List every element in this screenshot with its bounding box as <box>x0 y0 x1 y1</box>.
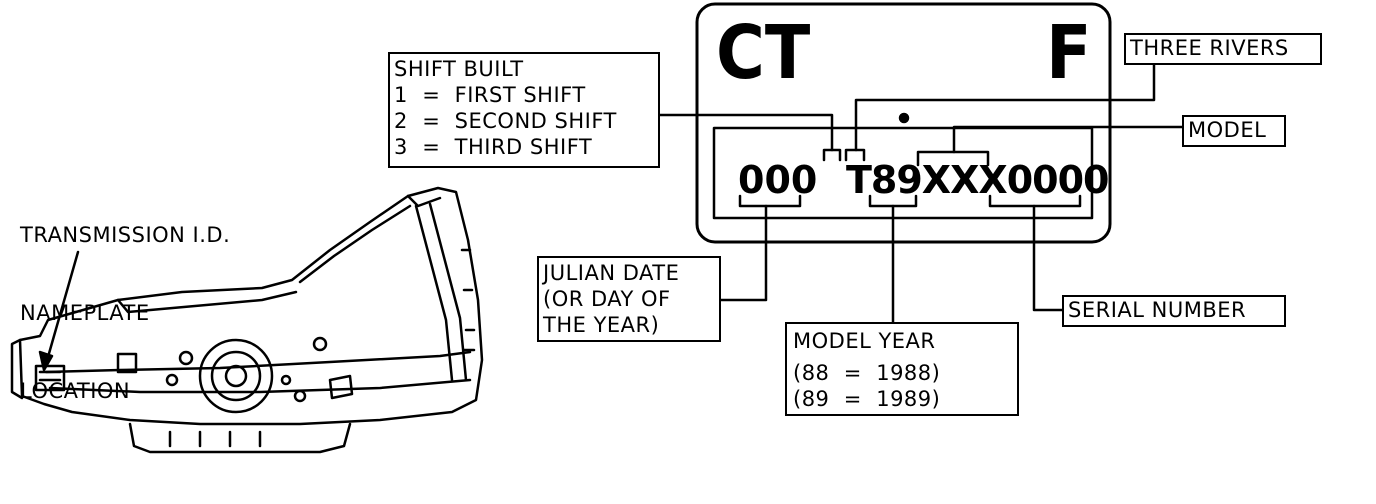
plate-julian-code: 000 <box>738 158 818 202</box>
serial-number-label: SERIAL NUMBER <box>1068 298 1247 322</box>
model-year-line-2: (89 = 1989) <box>793 387 941 411</box>
three-rivers-box: THREE RIVERS <box>1124 33 1322 65</box>
plate-model-code: T89XXX0000 <box>846 158 1109 202</box>
shift-built-title: SHIFT BUILT <box>394 57 524 81</box>
plate-code-box <box>712 126 1094 220</box>
transmission-location-label: TRANSMISSION I.D. NAMEPLATE LOCATION <box>20 170 230 456</box>
model-label: MODEL <box>1188 118 1267 142</box>
julian-date-line-3: THE YEAR) <box>543 313 660 337</box>
model-year-line-1: (88 = 1988) <box>793 361 941 385</box>
plate-ct-text: CT <box>716 10 811 96</box>
shift-built-line-1: 1 = FIRST SHIFT <box>394 83 586 107</box>
shift-built-line-2: 2 = SECOND SHIFT <box>394 109 617 133</box>
serial-number-box: SERIAL NUMBER <box>1062 295 1286 327</box>
model-year-box: MODEL YEAR (88 = 1988) (89 = 1989) <box>785 322 1019 416</box>
shift-built-box: SHIFT BUILT 1 = FIRST SHIFT 2 = SECOND S… <box>388 52 660 168</box>
julian-date-box: JULIAN DATE (OR DAY OF THE YEAR) <box>537 256 721 342</box>
julian-date-line-1: JULIAN DATE <box>543 261 680 285</box>
three-rivers-label: THREE RIVERS <box>1130 36 1289 60</box>
transmission-location-line-3: LOCATION <box>20 379 131 403</box>
transmission-location-line-2: NAMEPLATE <box>20 301 150 325</box>
julian-date-line-2: (OR DAY OF <box>543 287 671 311</box>
shift-built-line-3: 3 = THIRD SHIFT <box>394 135 593 159</box>
transmission-illustration <box>10 186 484 454</box>
plate-outline <box>695 2 1112 244</box>
plate-f-text: F <box>1046 10 1092 96</box>
transmission-location-line-1: TRANSMISSION I.D. <box>20 223 231 247</box>
model-year-title: MODEL YEAR <box>793 329 936 353</box>
model-box: MODEL <box>1182 115 1286 147</box>
